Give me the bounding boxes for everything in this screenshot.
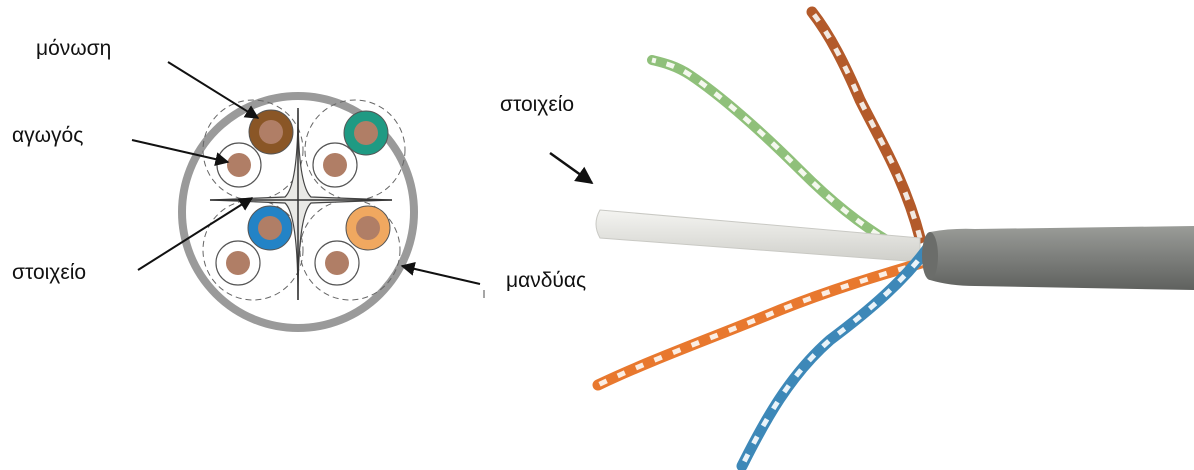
- arrow-icon: [550, 153, 592, 183]
- cable-sheath-end: [922, 232, 938, 280]
- conductor: [258, 216, 282, 240]
- conductor: [323, 153, 347, 177]
- conductor: [259, 120, 283, 144]
- cable-spline: [596, 210, 920, 262]
- cable-photo: [596, 12, 1194, 466]
- label-insulation: μόνωση: [36, 38, 111, 59]
- conductor: [226, 251, 250, 275]
- label-element-right: στοιχείο: [500, 94, 574, 115]
- twisted-pair-orange: [598, 262, 925, 385]
- cable-sheath: [926, 226, 1194, 290]
- label-conductor: αγωγός: [12, 125, 83, 146]
- arrow-icon: [402, 266, 480, 284]
- twisted-pair-blue-white: [742, 245, 930, 466]
- conductor: [354, 121, 378, 145]
- conductor: [227, 153, 251, 177]
- twisted-pair-brown: [812, 12, 920, 238]
- conductor: [325, 251, 349, 275]
- label-element-left: στοιχείο: [12, 262, 86, 283]
- arrow-icon: [168, 62, 258, 118]
- label-jacket: μανδύας: [506, 270, 586, 291]
- conductor: [356, 216, 380, 240]
- cable-cross-section: [182, 96, 414, 328]
